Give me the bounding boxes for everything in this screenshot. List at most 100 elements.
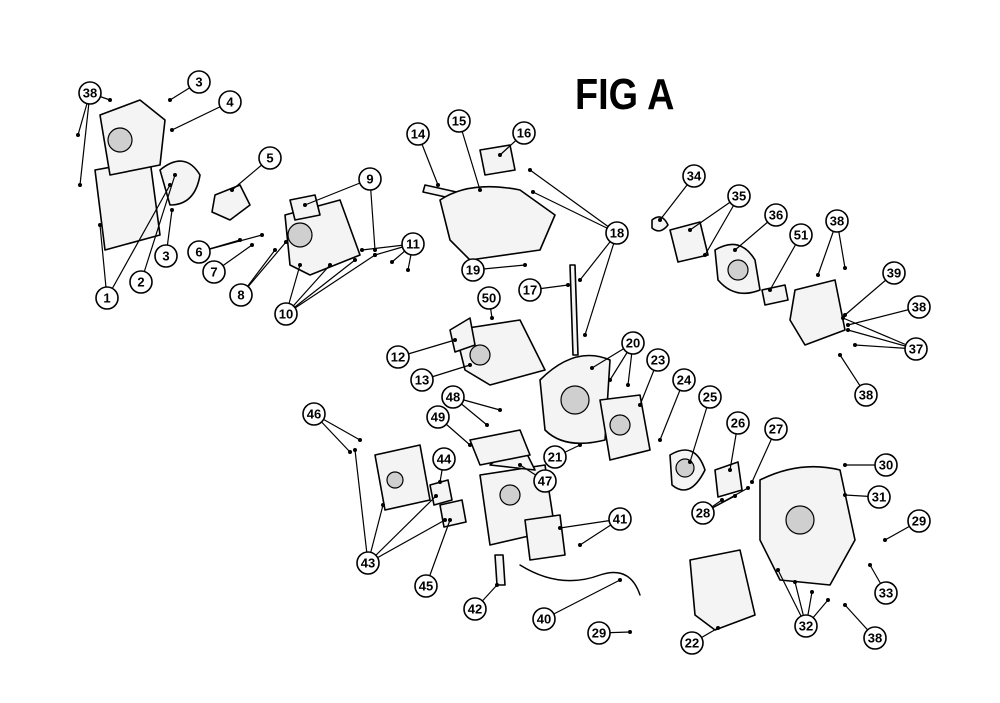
callout-rail: 14 <box>406 122 430 146</box>
callout-number: 46 <box>307 407 321 422</box>
callout-fan-housing: 31 <box>867 485 891 509</box>
callout-ignition-coil: 23 <box>646 348 670 372</box>
leader-tip <box>853 343 857 347</box>
callout-circle <box>95 286 119 310</box>
leader-tip <box>108 98 112 102</box>
callout-bracket-right: 39 <box>882 261 906 285</box>
callout-fuel-line: 17 <box>518 278 542 302</box>
part-tank <box>439 185 556 261</box>
callout-terminal: 29 <box>587 621 611 645</box>
callout-number: 43 <box>361 556 375 571</box>
callout-circle <box>414 574 438 598</box>
callout-number: 12 <box>391 350 405 365</box>
leader-tip <box>628 630 632 634</box>
callout-circle <box>794 614 818 638</box>
leader-line <box>79 92 91 186</box>
callout-spring: 27 <box>764 417 788 441</box>
callout-lower-screw: 3 <box>154 244 178 268</box>
callout-gasket: 49 <box>426 405 450 429</box>
callout-circle <box>789 223 813 247</box>
callout-bracket: 12 <box>386 345 410 369</box>
callout-circle <box>764 417 788 441</box>
leader-tip <box>490 316 494 320</box>
callout-circle <box>621 331 645 355</box>
callout-number: 24 <box>677 373 692 388</box>
part-hub <box>669 221 709 263</box>
callout-circle <box>605 221 629 245</box>
callout-muffler-gasket: 45 <box>414 574 438 598</box>
callout-flywheel: 25 <box>698 385 722 409</box>
callout-number: 3 <box>162 249 169 264</box>
callout-starter-cover: 22 <box>680 631 704 655</box>
callout-circle <box>441 385 465 409</box>
callout-circle <box>682 164 706 188</box>
callout-number: 15 <box>452 114 466 129</box>
callout-carburetor-body: 10 <box>274 302 298 326</box>
leader-tip <box>495 583 499 587</box>
leader-tip <box>358 438 362 442</box>
part-ring <box>651 216 669 232</box>
leader-tip <box>578 278 582 282</box>
callout-circle <box>533 469 557 493</box>
callout-number: 9 <box>366 172 373 187</box>
leader-tip <box>843 603 847 607</box>
callout-number: 4 <box>226 95 234 110</box>
callout-clip-top: 30 <box>874 453 898 477</box>
callout-number: 50 <box>482 291 496 306</box>
leader-tip <box>728 468 732 472</box>
leader-tip <box>468 363 472 367</box>
part-pawl <box>714 461 743 498</box>
part-housing-left <box>94 159 161 251</box>
callout-circle <box>698 385 722 409</box>
leader-line <box>367 519 446 564</box>
part-detail-3 <box>609 414 631 436</box>
callout-number: 42 <box>468 602 482 617</box>
leader-line <box>584 232 618 336</box>
callout-circle <box>274 302 298 326</box>
callout-number: 40 <box>537 612 551 627</box>
leader-line <box>458 120 481 191</box>
part-detail-0 <box>287 222 313 248</box>
callout-circle <box>432 447 456 471</box>
callout-number: 37 <box>909 342 923 357</box>
callout-cap: 16 <box>512 121 536 145</box>
callout-circle <box>518 278 542 302</box>
leader-tip <box>468 443 472 447</box>
leader-tip <box>523 263 527 267</box>
callout-circle <box>401 232 425 256</box>
part-starter-cover <box>689 549 756 631</box>
callout-circle <box>187 70 211 94</box>
leader-line <box>543 579 621 620</box>
part-spring-coil <box>761 284 789 306</box>
callout-number: 41 <box>613 512 627 527</box>
callout-circle <box>646 348 670 372</box>
leader-line <box>529 169 618 234</box>
leader-tip <box>703 253 707 257</box>
leader-tip <box>373 253 377 257</box>
callout-number: 38 <box>83 86 97 101</box>
callout-washer: 4 <box>218 90 242 114</box>
callout-number: 25 <box>703 390 717 405</box>
part-housing-disc <box>159 160 201 206</box>
callout-circle <box>727 184 751 208</box>
callout-plug-leads: 48 <box>441 385 465 409</box>
callout-circle <box>874 453 898 477</box>
callout-muffler-parts: 43 <box>356 551 380 575</box>
callout-number: 47 <box>538 474 552 489</box>
leader-tip <box>170 208 174 212</box>
leader-tip <box>531 190 535 194</box>
callout-circle <box>410 368 434 392</box>
callout-number: 13 <box>415 373 429 388</box>
leader-tip <box>776 568 780 572</box>
callout-elbow: 50 <box>477 286 501 310</box>
callout-number: 32 <box>799 619 813 634</box>
callout-hardware-set: 18 <box>605 221 629 245</box>
leader-tip <box>720 498 724 502</box>
leader-tip <box>810 590 814 594</box>
callout-number: 1 <box>103 291 110 306</box>
callout-circle <box>907 509 931 533</box>
callout-number: 38 <box>912 300 926 315</box>
part-fuel-line <box>569 264 579 356</box>
callout-number: 51 <box>794 228 808 243</box>
